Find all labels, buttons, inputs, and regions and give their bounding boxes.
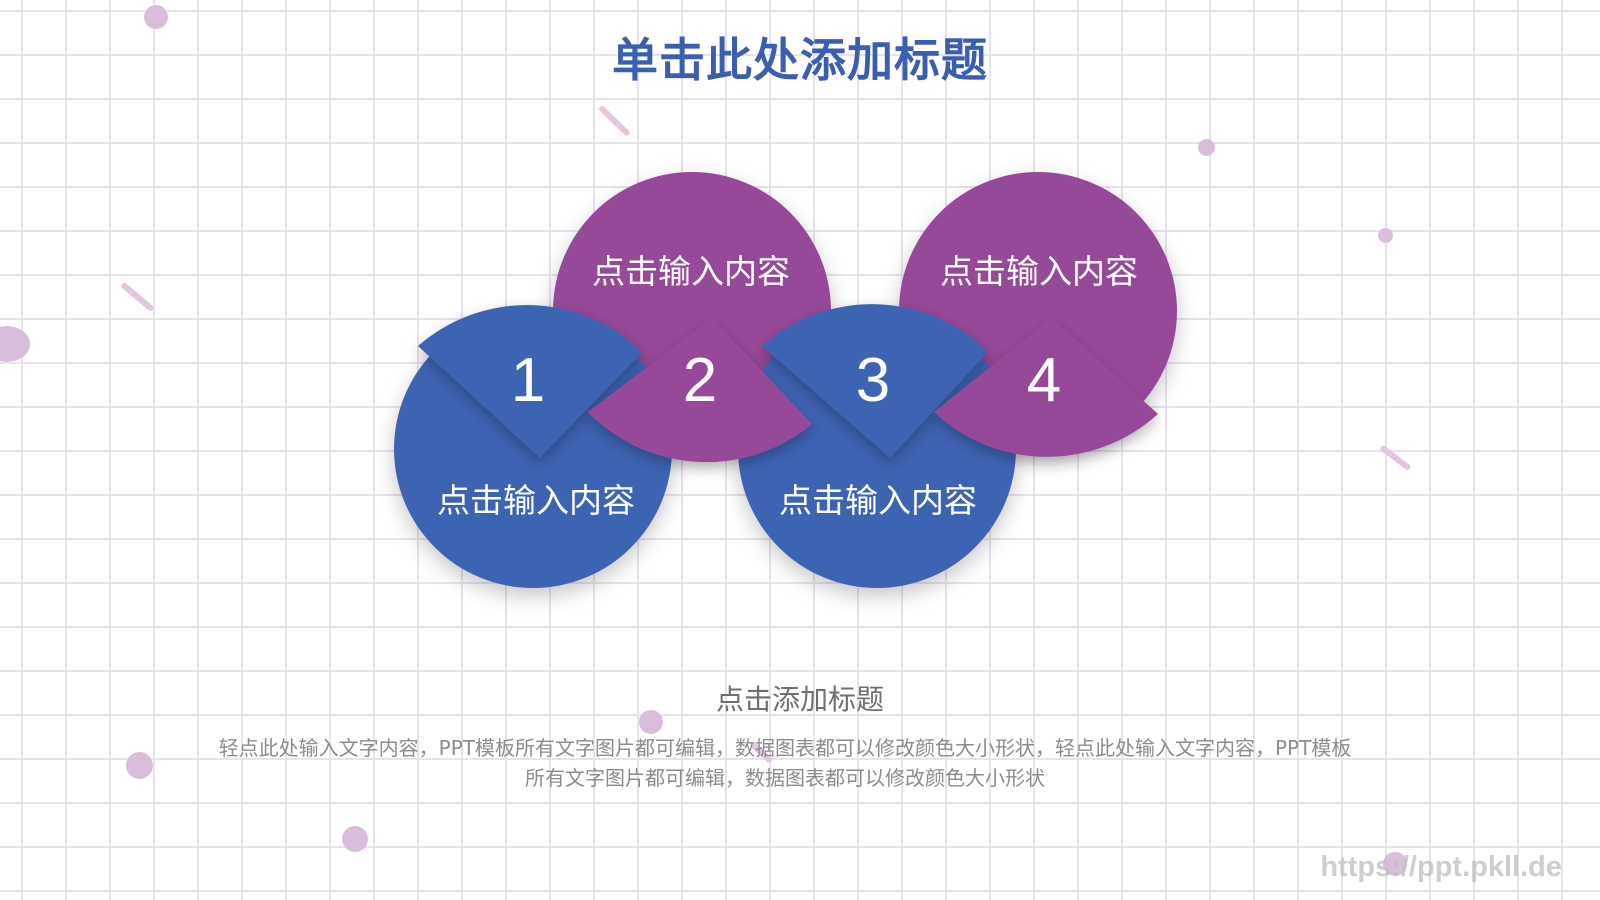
- decor-dot: [126, 752, 153, 779]
- decor-dot: [144, 5, 168, 29]
- step-3-number: 3: [855, 346, 891, 415]
- watermark: https://ppt.pkll.de: [1320, 851, 1562, 883]
- step-2-wedge[interactable]: [588, 318, 812, 463]
- body-line-2: 所有文字图片都可编辑，数据图表都可以修改颜色大小形状: [525, 766, 1045, 790]
- body-line-1: 轻点此处输入文字内容，PPT模板所有文字图片都可编辑，数据图表都可以修改颜色大小…: [218, 736, 1352, 760]
- step-1-number: 1: [510, 346, 546, 415]
- step-2-number: 2: [682, 346, 718, 415]
- step-4-wedge[interactable]: [934, 318, 1158, 457]
- decor-dot: [1198, 139, 1215, 156]
- section-subheading[interactable]: 点击添加标题: [715, 683, 884, 716]
- decor-dot: [1378, 228, 1393, 243]
- decor-dot: [342, 826, 368, 852]
- slide-title[interactable]: 单击此处添加标题: [612, 33, 988, 87]
- step-2-label[interactable]: 点击输入内容: [592, 252, 790, 291]
- step-4-number: 4: [1026, 346, 1062, 415]
- decor-dot: [639, 710, 663, 734]
- step-1-wedge[interactable]: [418, 305, 642, 458]
- step-3-label[interactable]: 点击输入内容: [779, 481, 977, 520]
- step-1-label[interactable]: 点击输入内容: [437, 481, 635, 520]
- body-text[interactable]: 轻点此处输入文字内容，PPT模板所有文字图片都可编辑，数据图表都可以修改颜色大小…: [150, 733, 1420, 793]
- decor-dot: [1383, 852, 1407, 876]
- step-3-wedge[interactable]: [762, 304, 988, 458]
- step-4-label[interactable]: 点击输入内容: [940, 252, 1138, 291]
